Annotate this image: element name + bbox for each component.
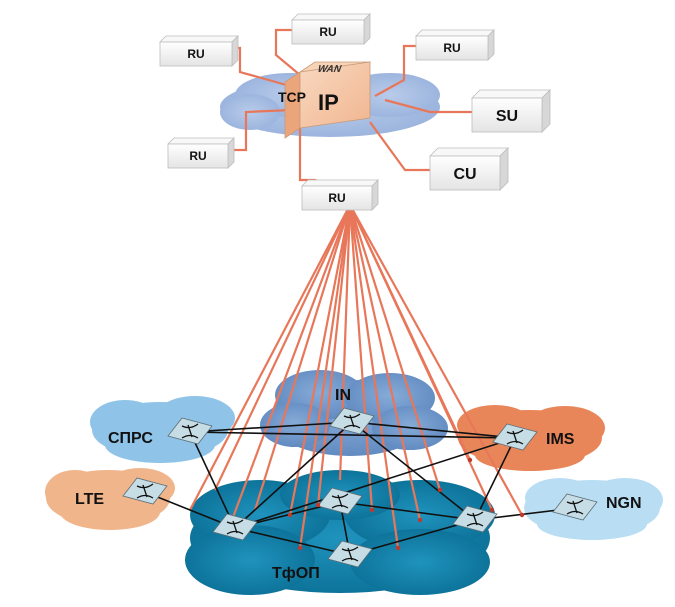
ru-box-2-label: RU [319, 25, 336, 39]
switch-c1 [212, 513, 258, 541]
switch-c2 [317, 487, 363, 515]
fan-link [253, 204, 352, 511]
fan-link [288, 204, 352, 516]
tfop-label: ТфОП [272, 565, 320, 582]
ngn-cloud [524, 478, 663, 540]
fan-link [349, 204, 523, 516]
switch-c4 [327, 540, 373, 568]
switch-ims [492, 423, 538, 451]
fan-link [298, 204, 352, 549]
fan-link [348, 204, 374, 511]
mesh-link [339, 501, 476, 521]
su-box: SU [471, 89, 551, 133]
ngn-label: NGN [606, 495, 642, 512]
junction-dot [437, 487, 443, 493]
junction-dot [315, 502, 321, 508]
lte-label: LTE [75, 491, 104, 508]
junction-dot [297, 545, 303, 551]
mesh-link [474, 437, 516, 521]
ip-label: IP [318, 90, 339, 115]
fan-link [316, 204, 352, 506]
junction-dots [287, 457, 525, 551]
tcp-label: TCP [278, 89, 306, 105]
mesh-link [234, 437, 516, 529]
ru-box-5-label: RU [328, 191, 345, 205]
fan-links [189, 204, 523, 549]
junction-dot [369, 507, 375, 513]
junction-dot [395, 545, 401, 551]
fan-link [348, 204, 400, 549]
mesh-link [351, 421, 516, 439]
ims-label: IMS [546, 431, 575, 448]
cu-box: CU [429, 147, 509, 191]
junction-dot [519, 512, 525, 518]
mesh-link [144, 491, 236, 529]
switch-ngn [552, 493, 598, 521]
ru-box-3: RU [415, 29, 495, 61]
ru-box-3-label: RU [443, 41, 460, 55]
sprs-label: СПРС [108, 430, 153, 447]
mesh-link [189, 431, 236, 529]
junction-dot [287, 512, 293, 518]
fan-link [189, 204, 351, 511]
cu-box-label: CU [453, 166, 476, 183]
ru-box-1: RU [159, 35, 239, 67]
switch-c3 [452, 505, 498, 533]
fan-link [348, 204, 442, 491]
junction-dot [489, 507, 495, 513]
mesh-link [234, 527, 351, 556]
ru-box-4: RU [167, 137, 235, 169]
in-label: IN [335, 387, 351, 404]
switch-lte [122, 477, 168, 505]
switch-in [329, 407, 375, 435]
fan-link [214, 204, 351, 491]
junction-dot [417, 517, 423, 523]
mesh-link [234, 421, 353, 529]
ru-box-4-label: RU [189, 149, 206, 163]
switches [122, 407, 598, 568]
ru-box-5: RU [301, 179, 379, 211]
tfop-cloud [185, 470, 495, 595]
mesh-links [144, 421, 576, 556]
ru-box-1-label: RU [187, 47, 204, 61]
ru-box-2: RU [291, 13, 371, 45]
ip-cube: WAN TCP IP [278, 61, 372, 139]
su-box-label: SU [496, 108, 518, 125]
wan-label: WAN [316, 64, 343, 75]
switch-sprs [167, 417, 213, 445]
mesh-link [189, 421, 353, 433]
unit-boxes: RU RU RU SU CU RU RU [159, 13, 551, 211]
mesh-link [189, 431, 516, 439]
fan-link [230, 204, 352, 521]
junction-dot [467, 457, 473, 463]
